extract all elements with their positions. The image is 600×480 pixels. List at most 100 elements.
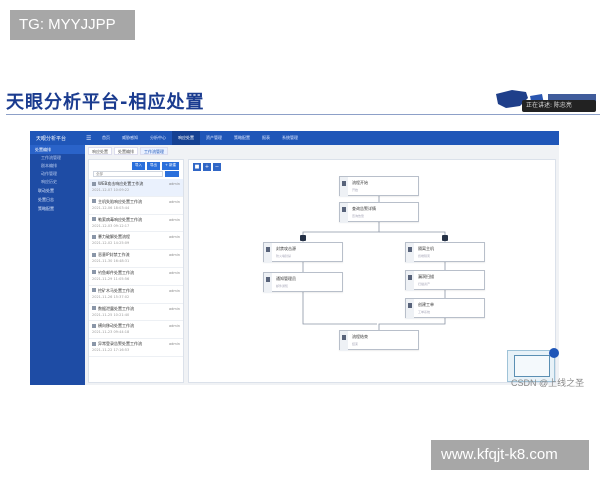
node-sublabel: 终端隔离 xyxy=(418,254,431,258)
top-nav-item[interactable]: 资产管理 xyxy=(206,135,222,140)
list-item-user: admin xyxy=(169,270,180,275)
node-type-icon xyxy=(406,243,414,263)
workflow-icon xyxy=(92,252,96,257)
sidebar-subitem-history[interactable]: 响应历史 xyxy=(41,179,57,184)
top-nav-item[interactable]: 报表 xyxy=(262,135,270,140)
list-item-date: 2021-12-07 10:09:22 xyxy=(92,188,130,192)
node-end[interactable]: 流程结束结束 xyxy=(339,330,419,351)
node-sublabel: 结束 xyxy=(352,342,359,346)
node-sublabel: 工单系统 xyxy=(418,310,431,314)
node-label: 隔离主机 xyxy=(418,246,434,251)
branch-condition-icon[interactable] xyxy=(300,235,306,241)
list-item-user: admin xyxy=(169,182,180,186)
list-actions: 导入 导出 + 新建 xyxy=(89,160,183,170)
list-item-user: admin xyxy=(169,253,180,258)
breadcrumb-item[interactable]: 响应处置 xyxy=(88,147,112,155)
top-nav-item[interactable]: 威胁感知 xyxy=(122,135,138,140)
node-ticket[interactable]: 创建工单工单系统 xyxy=(405,298,485,319)
list-item-date: 2021-12-02 14:25:09 xyxy=(92,241,130,246)
list-item-title: 数据泄露处置工作流 xyxy=(92,306,180,311)
breadcrumb-item-current[interactable]: 工作流管理 xyxy=(140,147,168,155)
save-icon[interactable]: ■ xyxy=(193,163,201,171)
list-item-date: 2021-11-30 16:48:31 xyxy=(92,259,130,264)
new-workflow-button[interactable]: + 新建 xyxy=(161,162,179,170)
node-query[interactable]: 查询告警详情查询告警 xyxy=(339,202,419,223)
float-help-icon[interactable] xyxy=(549,348,559,358)
sidebar-item-linkage[interactable]: 联动处置 xyxy=(38,188,54,193)
minimap-viewport[interactable] xyxy=(514,355,550,377)
node-type-icon xyxy=(340,177,348,197)
node-label: 漏洞扫描 xyxy=(418,274,434,279)
app-brand: 天眼分析平台 xyxy=(36,135,67,142)
list-item-date: 2021-11-26 15:37:02 xyxy=(92,294,130,299)
top-nav-item[interactable]: 策略配置 xyxy=(234,135,250,140)
list-item-title: 恶意IP封禁工作流 xyxy=(92,252,180,257)
sidebar-group-orchestration[interactable]: 处置编排 xyxy=(30,145,85,154)
node-sublabel: 扫描资产 xyxy=(418,282,431,286)
export-button[interactable]: 导出 xyxy=(146,162,160,170)
workflow-icon xyxy=(92,341,96,346)
workflow-canvas[interactable]: ■ + − 流程开始开始查询告警详情查询告警封禁攻击源防火墙封禁隔离主机终 xyxy=(188,159,556,383)
top-nav-menu: 首页 威胁感知 分析中心 响应处置 资产管理 策略配置 报表 系统管理 xyxy=(96,131,304,145)
zoom-out-icon[interactable]: − xyxy=(213,163,221,171)
app-screenshot: 天眼分析平台 ☰ 首页威胁感知分析中心响应处置资产管理策略配置报表系统管理 处置… xyxy=(30,131,559,385)
list-item-title-text: 勒索病毒响应处置工作流 xyxy=(98,216,142,222)
list-item-title-text: 数据泄露处置工作流 xyxy=(98,305,134,311)
sidebar-item-logs[interactable]: 处置日志 xyxy=(38,197,54,202)
list-item-date: 2021-11-23 09:44:18 xyxy=(92,330,130,335)
list-item-meta: 2021-11-26 15:37:02 xyxy=(92,295,180,300)
top-nav-item[interactable]: 分析中心 xyxy=(150,135,166,140)
node-sublabel: 查询告警 xyxy=(352,214,365,218)
canvas-minimap[interactable] xyxy=(507,350,555,382)
top-navbar: 天眼分析平台 ☰ 首页 威胁感知 分析中心 响应处置 资产管理 策略配置 报表 系统管理 xyxy=(30,131,559,145)
node-scan[interactable]: 漏洞扫描扫描资产 xyxy=(405,270,485,291)
workflow-icon xyxy=(92,323,96,328)
node-type-icon xyxy=(340,203,348,223)
list-item-title: 主机失陷响应处置工作流 xyxy=(92,199,180,204)
node-type-icon xyxy=(340,331,348,351)
workflow-icon xyxy=(92,217,96,222)
node-block-ip[interactable]: 封禁攻击源防火墙封禁 xyxy=(263,242,343,263)
workflow-list-item[interactable]: 恶意IP封禁工作流 2021-11-30 16:48:31 admin xyxy=(89,250,183,268)
list-item-title: 钓鱼邮件处置工作流 xyxy=(92,270,180,275)
slide-title: 天眼分析平台-相应处置 xyxy=(6,92,205,113)
watermark-top: TG: MYYJJPP xyxy=(10,10,135,40)
node-notify[interactable]: 通知管理员邮件通知 xyxy=(263,272,343,293)
presenter-tip: 正在讲述: 陈忠亮 xyxy=(522,100,596,112)
list-item-user: admin xyxy=(169,288,180,293)
list-item-user: admin xyxy=(169,342,180,347)
list-item-meta: 2021-11-25 10:21:40 xyxy=(92,313,180,318)
node-start[interactable]: 流程开始开始 xyxy=(339,176,419,197)
search-button[interactable] xyxy=(165,171,179,177)
list-item-meta: 2021-11-30 16:48:31 xyxy=(92,259,180,264)
branch-condition-icon[interactable] xyxy=(442,235,448,241)
list-item-title: 横向移动处置工作流 xyxy=(92,323,180,328)
breadcrumb-item[interactable]: 处置编排 xyxy=(114,147,138,155)
sidebar-item-policy[interactable]: 策略配置 xyxy=(38,206,54,211)
list-item-meta: 2021-12-03 09:12:17 xyxy=(92,224,180,229)
workflow-icon xyxy=(92,270,96,275)
top-nav-item[interactable]: 首页 xyxy=(102,135,110,140)
sidebar-subitem-workflow[interactable]: 工作流管理 xyxy=(41,155,61,160)
sidebar-subitem-playbook[interactable]: 剧本编排 xyxy=(41,163,57,168)
top-nav-item[interactable]: 系统管理 xyxy=(282,135,298,140)
node-isolate[interactable]: 隔离主机终端隔离 xyxy=(405,242,485,263)
sidebar-subitem-actions[interactable]: 动作管理 xyxy=(41,171,57,176)
import-button[interactable]: 导入 xyxy=(131,162,145,170)
menu-icon[interactable]: ☰ xyxy=(86,134,92,142)
zoom-in-icon[interactable]: + xyxy=(203,163,211,171)
workflow-icon xyxy=(92,181,96,186)
top-nav-item[interactable]: 响应处置 xyxy=(172,131,200,145)
list-item-date: 2021-12-03 09:12:17 xyxy=(92,223,130,228)
filter-select[interactable]: 全部 xyxy=(93,171,163,177)
